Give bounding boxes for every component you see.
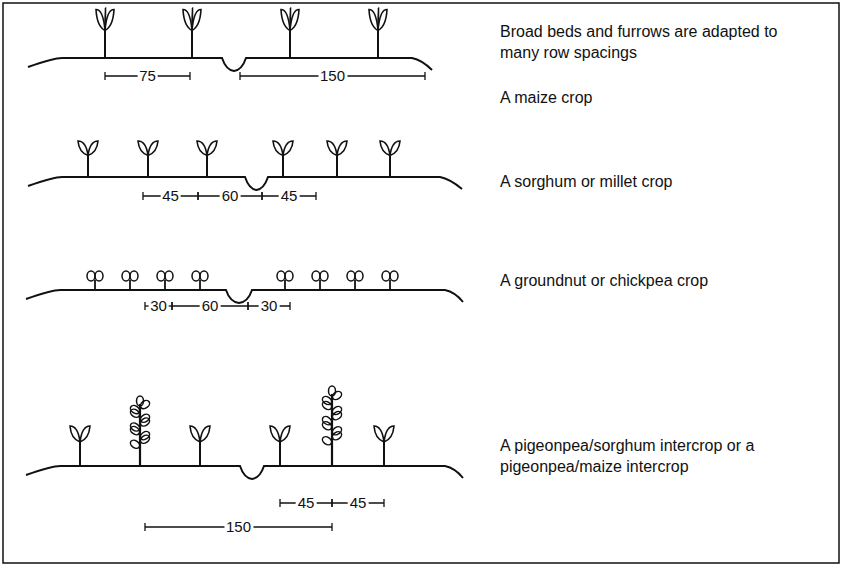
legume-plant [347,271,363,290]
dimension-number: 45 [160,188,181,205]
sorghum-plant [78,141,98,177]
pigeonpea-plant [129,396,151,466]
dimension-number: 45 [279,188,300,205]
cereal-plant [281,8,299,58]
crop-description: A pigeonpea/sorghum intercrop or a pigeo… [500,436,785,478]
sorghum-plant [273,141,293,177]
legume-plant [312,271,328,290]
dimension-number: 150 [318,68,347,85]
dimension-number: 150 [224,519,253,536]
legume-plant [87,271,103,290]
crop-description: A maize crop [500,88,785,109]
dimension-number: 75 [137,68,158,85]
bed-profile [28,58,432,71]
crop-description: Broad beds and furrows are adapted to ma… [500,22,785,64]
dimension-number: 60 [200,298,221,315]
legume-plant [192,271,208,290]
sorghum-plant [374,426,394,466]
legume-plant [382,271,398,290]
legume-plant [122,271,138,290]
dimension-number: 30 [148,298,169,315]
dimension-number: 45 [296,495,317,512]
frame [3,3,839,563]
sorghum-plant [327,141,347,177]
dimension-number: 60 [220,188,241,205]
sorghum-plant [70,426,90,466]
pigeonpea-plant [321,386,343,466]
sorghum-plant [270,426,290,466]
sorghum-plant [197,141,217,177]
dimension-number: 30 [259,298,280,315]
bed-profile [26,290,463,303]
sorghum-plant [190,426,210,466]
bed-profile [28,177,462,190]
sorghum-plant [380,141,400,177]
cereal-plant [369,8,387,58]
legume-plant [157,271,173,290]
bed-profile [26,466,463,479]
legume-plant [277,271,293,290]
crop-description: A groundnut or chickpea crop [500,271,785,292]
sorghum-plant [138,141,158,177]
cereal-plant [183,8,201,58]
dimension-number: 45 [348,495,369,512]
cereal-plant [96,8,114,58]
crop-description: A sorghum or millet crop [500,172,785,193]
